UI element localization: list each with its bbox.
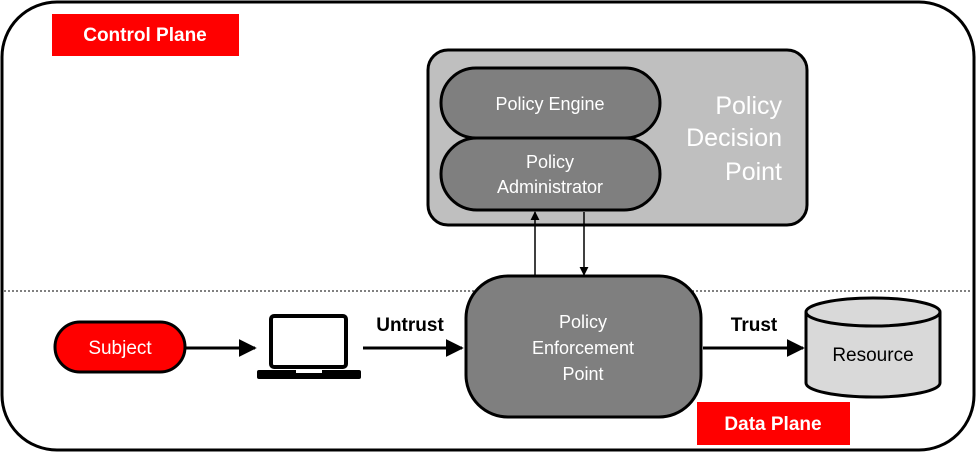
pdp-label-line3: Point	[725, 158, 782, 186]
database-cylinder-icon	[804, 296, 942, 399]
pep-label-line3: Point	[562, 364, 603, 384]
policy-administrator-label-line1: Policy	[526, 152, 574, 172]
policy-administrator-label-line2: Administrator	[497, 177, 603, 197]
laptop-icon	[257, 314, 361, 379]
data-plane-label: Data Plane	[724, 414, 821, 435]
subject-pill	[53, 320, 187, 374]
control-plane-badge	[52, 14, 239, 56]
control-plane-label: Control Plane	[83, 25, 207, 46]
subject-label: Subject	[88, 338, 152, 359]
pep-box	[464, 274, 703, 419]
resource-label: Resource	[832, 345, 913, 366]
pdp-label-line1: Policy	[715, 92, 782, 120]
policy-engine-label: Policy Engine	[495, 94, 604, 114]
pep-label-line1: Policy	[559, 312, 607, 332]
pdp-label-line2: Decision	[686, 124, 782, 152]
pep-label-line2: Enforcement	[532, 338, 634, 358]
policy-administrator-box	[439, 136, 662, 212]
data-plane-badge	[697, 402, 850, 445]
untrust-label: Untrust	[376, 315, 444, 336]
trust-label: Trust	[731, 315, 778, 336]
